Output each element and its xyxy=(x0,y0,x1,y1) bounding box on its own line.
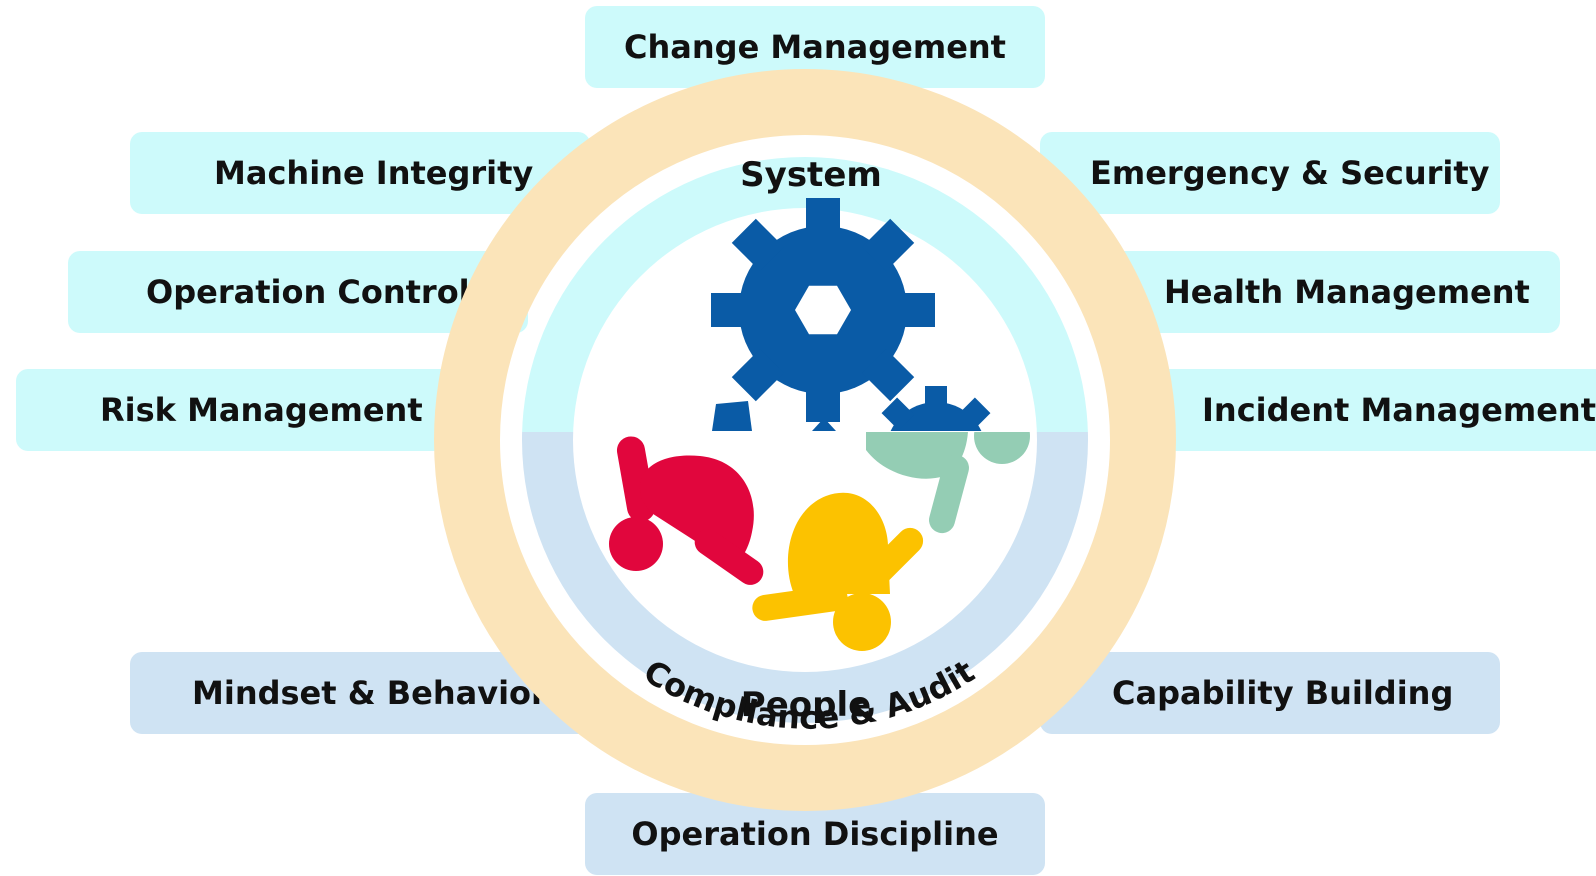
compliance-ring xyxy=(434,69,1176,811)
people-circle-icon xyxy=(609,432,1030,651)
mindset-behaviors-box: Mindset & Behaviors xyxy=(130,652,590,734)
incident-management-label: Incident Management xyxy=(1202,391,1596,429)
capability-building-label: Capability Building xyxy=(1112,674,1454,712)
health-management-label: Health Management xyxy=(1164,273,1530,311)
change-management-label: Change Management xyxy=(624,28,1006,66)
mindset-behaviors-label: Mindset & Behaviors xyxy=(192,674,566,712)
gear-icon xyxy=(711,198,991,431)
emergency-security-box: Emergency & Security xyxy=(1040,132,1500,214)
green-figure xyxy=(866,432,1030,534)
risk-management-box: Risk Management xyxy=(16,369,476,451)
incident-management-box: Incident Management xyxy=(1150,369,1596,451)
capability-building-box: Capability Building xyxy=(1040,652,1500,734)
operation-discipline-box: Operation Discipline xyxy=(585,793,1045,875)
yellow-figure xyxy=(752,492,924,651)
emergency-security-label: Emergency & Security xyxy=(1090,154,1490,192)
red-figure xyxy=(609,436,764,585)
people-label: People xyxy=(741,685,871,725)
system-label: System xyxy=(740,155,882,195)
operation-discipline-label: Operation Discipline xyxy=(631,815,999,853)
health-management-box: Health Management xyxy=(1100,251,1560,333)
machine-integrity-box: Machine Integrity xyxy=(130,132,590,214)
machine-integrity-label: Machine Integrity xyxy=(214,154,534,192)
operation-control-box: Operation Control xyxy=(68,251,528,333)
operation-control-label: Operation Control xyxy=(146,273,470,311)
risk-management-label: Risk Management xyxy=(100,391,423,429)
